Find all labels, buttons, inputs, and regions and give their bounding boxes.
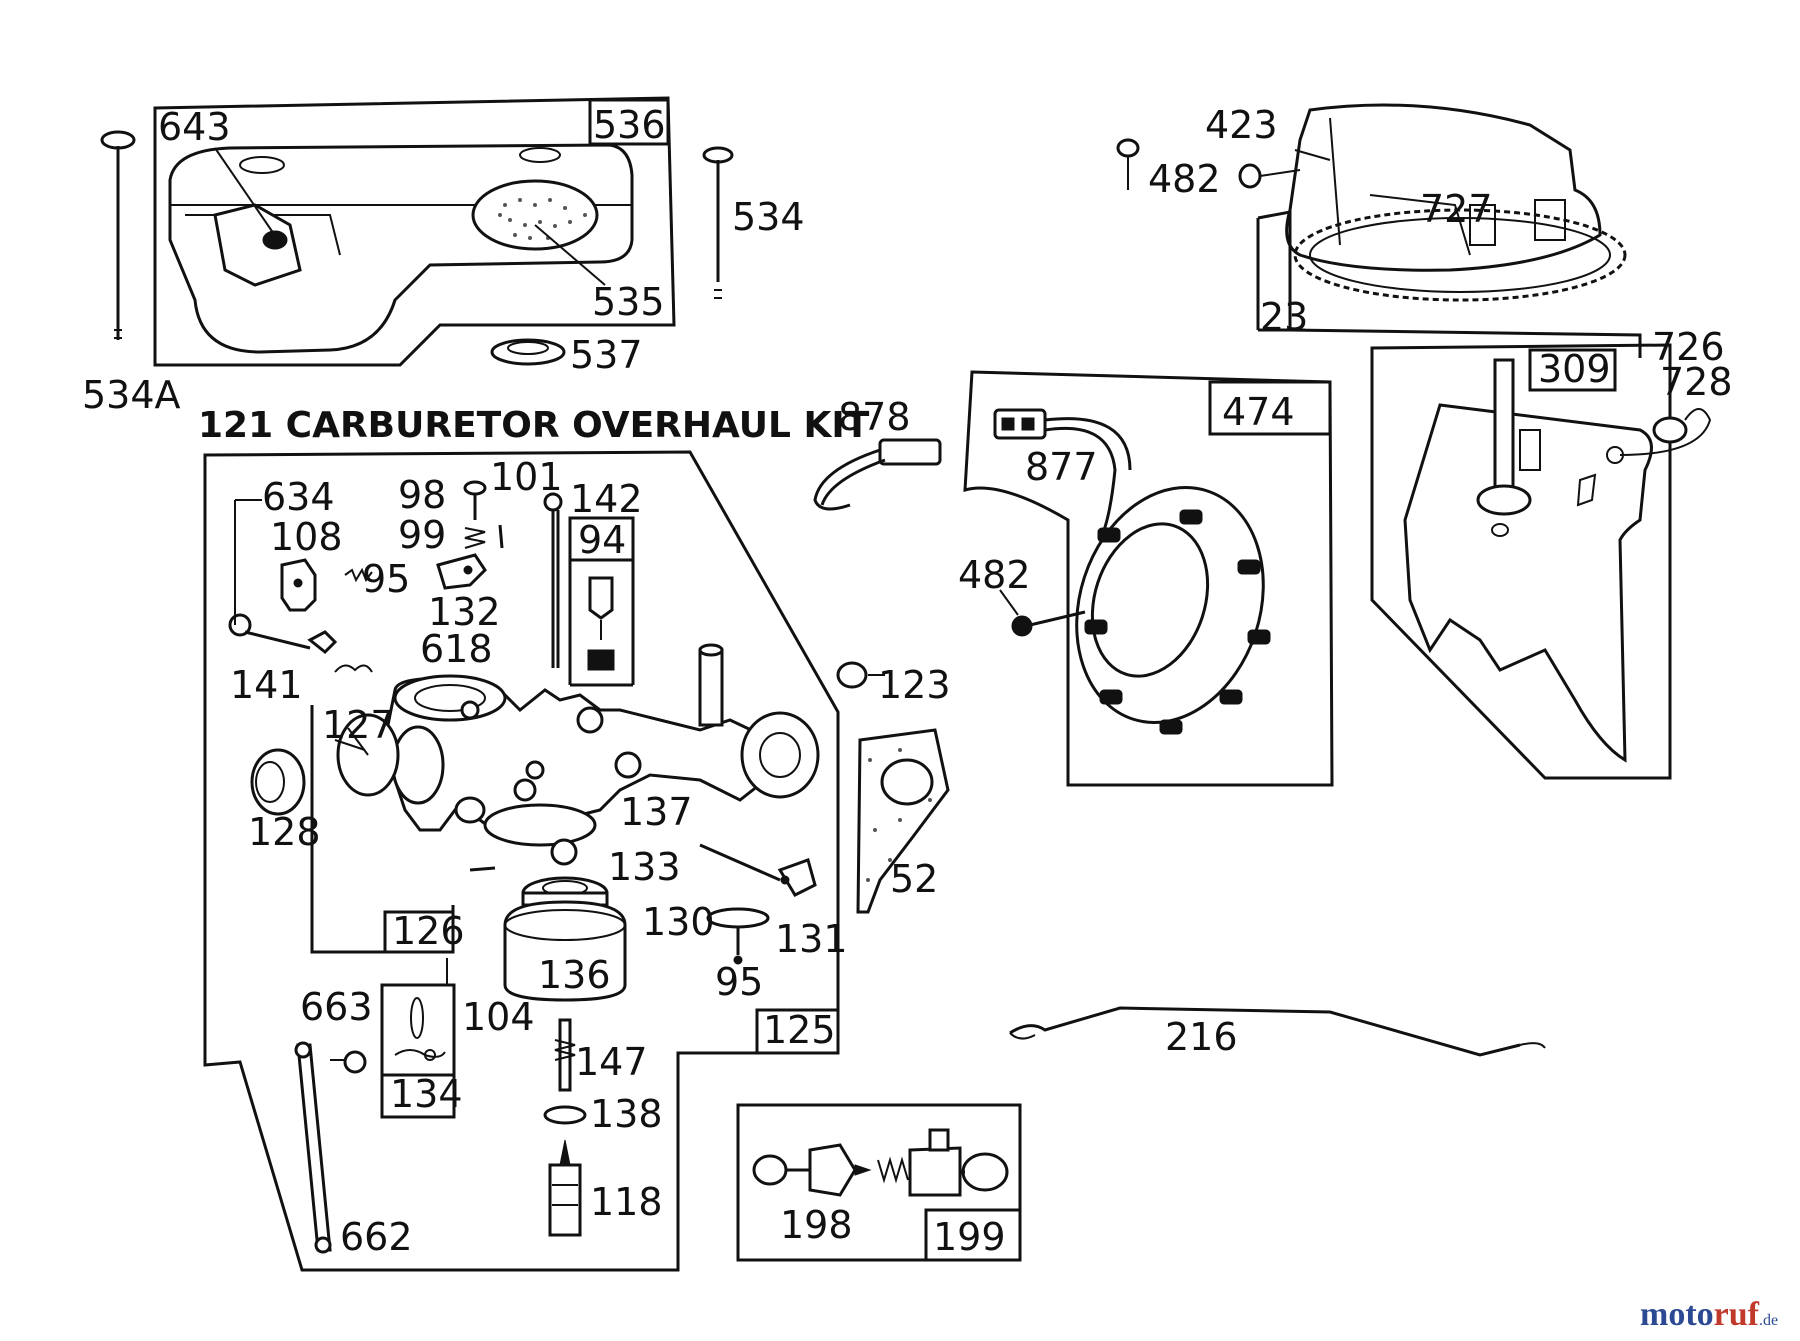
label-94: 94 bbox=[578, 518, 626, 562]
watermark-moto: moto bbox=[1640, 1296, 1714, 1333]
motoruf-watermark: motoruf.de bbox=[1640, 1296, 1778, 1333]
label-52: 52 bbox=[890, 857, 938, 901]
label-534a: 534A bbox=[82, 373, 181, 417]
label-728: 728 bbox=[1660, 360, 1733, 404]
label-536: 536 bbox=[593, 103, 666, 147]
label-662: 662 bbox=[340, 1215, 413, 1259]
part-labels: 121 CARBURETOR OVERHAUL KIT 643 536 534 … bbox=[82, 103, 1733, 1259]
alternator-group bbox=[813, 370, 1334, 787]
carburetor-kit-group bbox=[203, 450, 840, 1272]
label-131: 131 bbox=[775, 917, 848, 961]
label-199: 199 bbox=[933, 1215, 1006, 1259]
label-423: 423 bbox=[1205, 103, 1278, 147]
label-198: 198 bbox=[780, 1203, 853, 1247]
svg-text:motoruf.de: motoruf.de bbox=[1640, 1296, 1778, 1333]
label-136: 136 bbox=[538, 953, 611, 997]
label-634: 634 bbox=[262, 475, 335, 519]
carburetor-parts bbox=[228, 480, 950, 1254]
label-95-lower: 95 bbox=[715, 960, 763, 1004]
label-104: 104 bbox=[462, 995, 535, 1039]
label-132: 132 bbox=[428, 590, 501, 634]
label-878: 878 bbox=[838, 395, 911, 439]
label-98: 98 bbox=[398, 473, 446, 517]
label-727: 727 bbox=[1420, 187, 1493, 231]
label-123: 123 bbox=[878, 663, 951, 707]
flywheel-housing-group bbox=[1370, 343, 1712, 780]
label-534: 534 bbox=[732, 195, 805, 239]
label-141: 141 bbox=[230, 663, 303, 707]
label-101: 101 bbox=[490, 455, 563, 499]
label-482-top: 482 bbox=[1148, 157, 1221, 201]
label-482-alt: 482 bbox=[958, 553, 1031, 597]
label-125: 125 bbox=[763, 1008, 836, 1052]
label-216: 216 bbox=[1165, 1015, 1238, 1059]
label-134: 134 bbox=[390, 1072, 463, 1116]
label-877: 877 bbox=[1025, 445, 1098, 489]
label-142: 142 bbox=[570, 477, 643, 521]
label-535: 535 bbox=[592, 280, 665, 324]
label-127: 127 bbox=[322, 703, 395, 747]
label-95-upper: 95 bbox=[362, 557, 410, 601]
watermark-suffix: .de bbox=[1759, 1312, 1778, 1329]
label-643: 643 bbox=[158, 105, 231, 149]
kit-title: 121 CARBURETOR OVERHAUL KIT bbox=[198, 405, 870, 446]
label-118: 118 bbox=[590, 1180, 663, 1224]
label-147: 147 bbox=[575, 1040, 648, 1084]
label-138: 138 bbox=[590, 1092, 663, 1136]
label-108: 108 bbox=[270, 515, 343, 559]
label-726: 726 bbox=[1652, 325, 1725, 369]
label-133: 133 bbox=[608, 845, 681, 889]
label-137: 137 bbox=[620, 790, 693, 834]
governor-link-group bbox=[1009, 1006, 1546, 1057]
fuel-fitting-group bbox=[736, 1103, 1022, 1262]
air-cleaner-group bbox=[100, 96, 734, 367]
label-474: 474 bbox=[1222, 390, 1295, 434]
blower-housing-group bbox=[1116, 103, 1642, 358]
label-99: 99 bbox=[398, 513, 446, 557]
label-23: 23 bbox=[1260, 295, 1308, 339]
label-126: 126 bbox=[392, 909, 465, 953]
label-663: 663 bbox=[300, 985, 373, 1029]
label-128: 128 bbox=[248, 810, 321, 854]
label-537: 537 bbox=[570, 333, 643, 377]
watermark-ruf: ruf bbox=[1714, 1296, 1760, 1333]
label-618: 618 bbox=[420, 627, 493, 671]
label-130: 130 bbox=[642, 900, 715, 944]
label-309: 309 bbox=[1538, 347, 1611, 391]
